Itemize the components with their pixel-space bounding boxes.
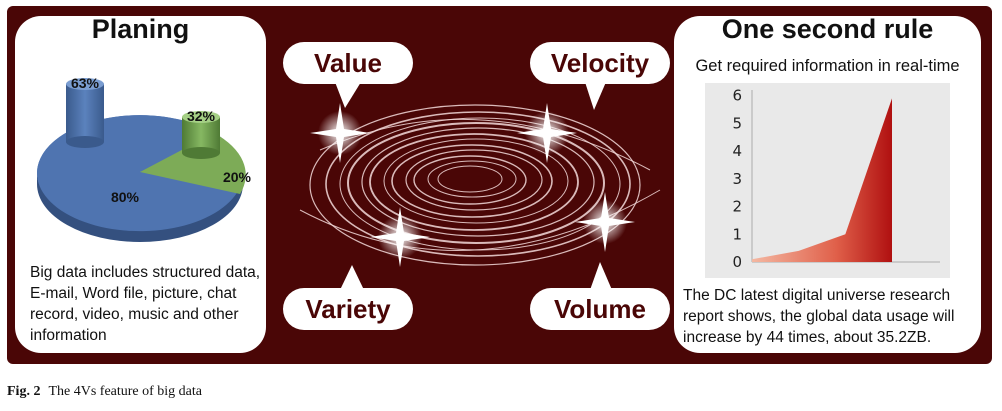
series-area xyxy=(752,98,892,263)
sparkle-stars xyxy=(310,103,635,267)
bubble-velocity: Velocity xyxy=(530,42,670,110)
label-volume: Volume xyxy=(554,294,646,324)
area-chart: 0 1 2 3 4 5 6 xyxy=(705,83,950,278)
y-tick-label: 0 xyxy=(732,253,742,271)
cylinder-green xyxy=(182,111,220,159)
y-axis-ticks: 0 1 2 3 4 5 6 xyxy=(732,87,742,271)
planning-description: Big data includes structured data, E-mai… xyxy=(30,264,261,344)
pie-chart: 63% 32% 20% 80% xyxy=(37,75,252,242)
one-second-subtitle: Get required information in real-time xyxy=(695,57,960,75)
one-second-description: The DC latest digital universe research … xyxy=(683,287,955,346)
y-tick-label: 1 xyxy=(732,225,742,243)
pie-label-63: 63% xyxy=(71,75,100,91)
caption-label: Fig. 2 xyxy=(7,384,41,399)
cylinder-blue xyxy=(66,78,104,148)
data-swirl xyxy=(299,104,661,266)
label-velocity: Velocity xyxy=(551,48,650,78)
one-second-title: One second rule xyxy=(721,14,934,44)
bubble-volume: Volume xyxy=(530,262,670,330)
bubble-variety: Variety xyxy=(283,265,413,330)
pie-side xyxy=(37,172,243,242)
pie-label-80: 80% xyxy=(111,189,140,205)
planning-title: Planing xyxy=(91,14,190,44)
y-tick-label: 4 xyxy=(732,142,742,160)
y-tick-label: 2 xyxy=(732,198,742,216)
caption-text: The 4Vs feature of big data xyxy=(48,384,203,399)
pie-label-20: 20% xyxy=(223,169,252,185)
y-tick-label: 3 xyxy=(732,170,742,188)
y-tick-label: 5 xyxy=(732,114,742,132)
label-value: Value xyxy=(314,48,382,78)
bubble-value: Value xyxy=(283,42,413,108)
label-variety: Variety xyxy=(305,294,391,324)
y-tick-label: 6 xyxy=(732,87,742,105)
figure-caption: Fig. 2 The 4Vs feature of big data xyxy=(7,384,202,400)
pie-label-32: 32% xyxy=(187,108,216,124)
